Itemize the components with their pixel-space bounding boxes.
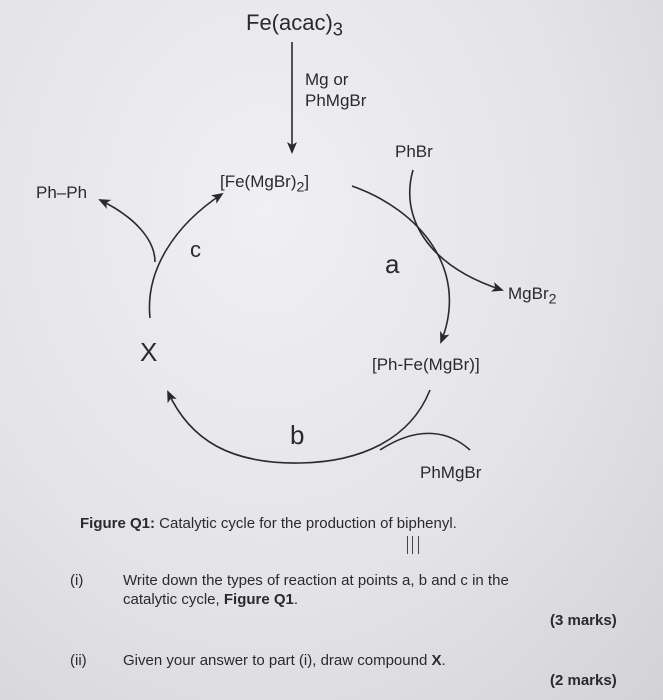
figure-caption: Figure Q1: Catalytic cycle for the produ… <box>80 515 457 532</box>
biphenyl-product-label: Ph–Ph <box>36 183 88 202</box>
mgbr2-label: MgBr2 <box>508 284 557 308</box>
intermediate-label: [Ph-Fe(MgBr)] <box>372 355 480 374</box>
step-a-arrow <box>351 185 451 344</box>
question-2-marks: (2 marks) <box>550 672 617 689</box>
phbr-label: PhBr <box>395 142 433 161</box>
activator-label-line1: Mg or <box>305 70 349 89</box>
step-b-label: b <box>290 420 305 450</box>
phmgbr-in-arrow <box>379 432 471 451</box>
step-a-label: a <box>385 249 400 279</box>
phmgbr-label: PhMgBr <box>420 463 482 482</box>
question-1-marks: (3 marks) <box>550 612 617 629</box>
step-b-arrow <box>167 389 431 464</box>
question-1-text-line2: catalytic cycle, Figure Q1. <box>123 591 299 608</box>
step-c-label: c <box>190 237 201 262</box>
active-catalyst-label: [Fe(MgBr)2] <box>220 172 310 196</box>
species-x-label: X <box>140 337 158 367</box>
activator-label-line2: PhMgBr <box>305 91 367 110</box>
phbr-mgbr2-arrow <box>408 169 504 292</box>
question-2-text: Given your answer to part (i), draw comp… <box>123 652 446 669</box>
ph-ph-out-arrow <box>98 199 156 263</box>
question-1-number: (i) <box>70 572 84 589</box>
question-1-text-line1: Write down the types of reaction at poin… <box>123 572 509 589</box>
question-2-number: (ii) <box>70 652 87 669</box>
step-c-arrow <box>148 192 224 319</box>
precatalyst-label: Fe(acac)3 <box>246 10 343 40</box>
text-cursor-icon <box>407 536 419 554</box>
